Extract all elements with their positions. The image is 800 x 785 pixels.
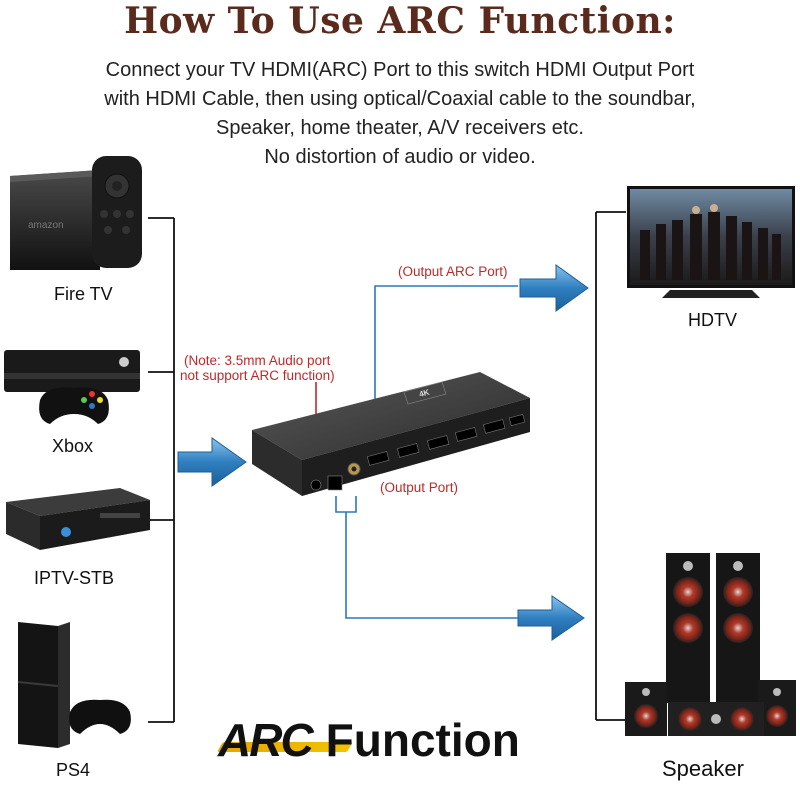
xbox-icon bbox=[4, 350, 140, 424]
speaker-system-icon bbox=[625, 553, 796, 736]
hdtv-icon bbox=[627, 186, 795, 298]
output-arc-port-label: (Output ARC Port) bbox=[398, 264, 508, 279]
description-line-4: No distortion of audio or video. bbox=[264, 146, 536, 168]
note-line-2: not support ARC function) bbox=[180, 368, 335, 383]
speaker-label: Speaker bbox=[662, 756, 744, 781]
description-line-2: with HDMI Cable, then using optical/Coax… bbox=[104, 88, 696, 110]
page-title: How To Use ARC Function: bbox=[124, 0, 676, 42]
description-line-3: Speaker, home theater, A/V receivers etc… bbox=[216, 117, 584, 139]
arc-logo-text: ARC bbox=[218, 714, 314, 766]
description-line-1: Connect your TV HDMI(ARC) Port to this s… bbox=[105, 59, 695, 81]
ps4-label: PS4 bbox=[56, 760, 91, 780]
output-port-label: (Output Port) bbox=[380, 480, 459, 495]
description: Connect your TV HDMI(ARC) Port to this s… bbox=[40, 56, 760, 172]
left-bracket bbox=[148, 217, 175, 723]
function-logo-text: Function bbox=[325, 714, 520, 766]
iptv-stb-icon bbox=[6, 488, 150, 550]
xbox-label: Xbox bbox=[52, 436, 94, 456]
fire-tv-label: Fire TV bbox=[54, 284, 113, 304]
right-bracket bbox=[595, 211, 626, 721]
fire-tv-icon: amazon bbox=[10, 156, 142, 270]
ps4-icon bbox=[17, 622, 131, 748]
hdmi-switch-device: 4K bbox=[252, 372, 530, 496]
hdtv-arrow bbox=[519, 264, 589, 312]
hdtv-label: HDTV bbox=[688, 310, 737, 330]
note-line-1: (Note: 3.5mm Audio port bbox=[184, 353, 331, 368]
speaker-arrow bbox=[517, 595, 585, 641]
switch-brand-label: 4K bbox=[418, 388, 430, 399]
input-arrow bbox=[177, 437, 247, 487]
svg-text:amazon: amazon bbox=[28, 220, 64, 231]
iptv-stb-label: IPTV-STB bbox=[34, 568, 115, 588]
